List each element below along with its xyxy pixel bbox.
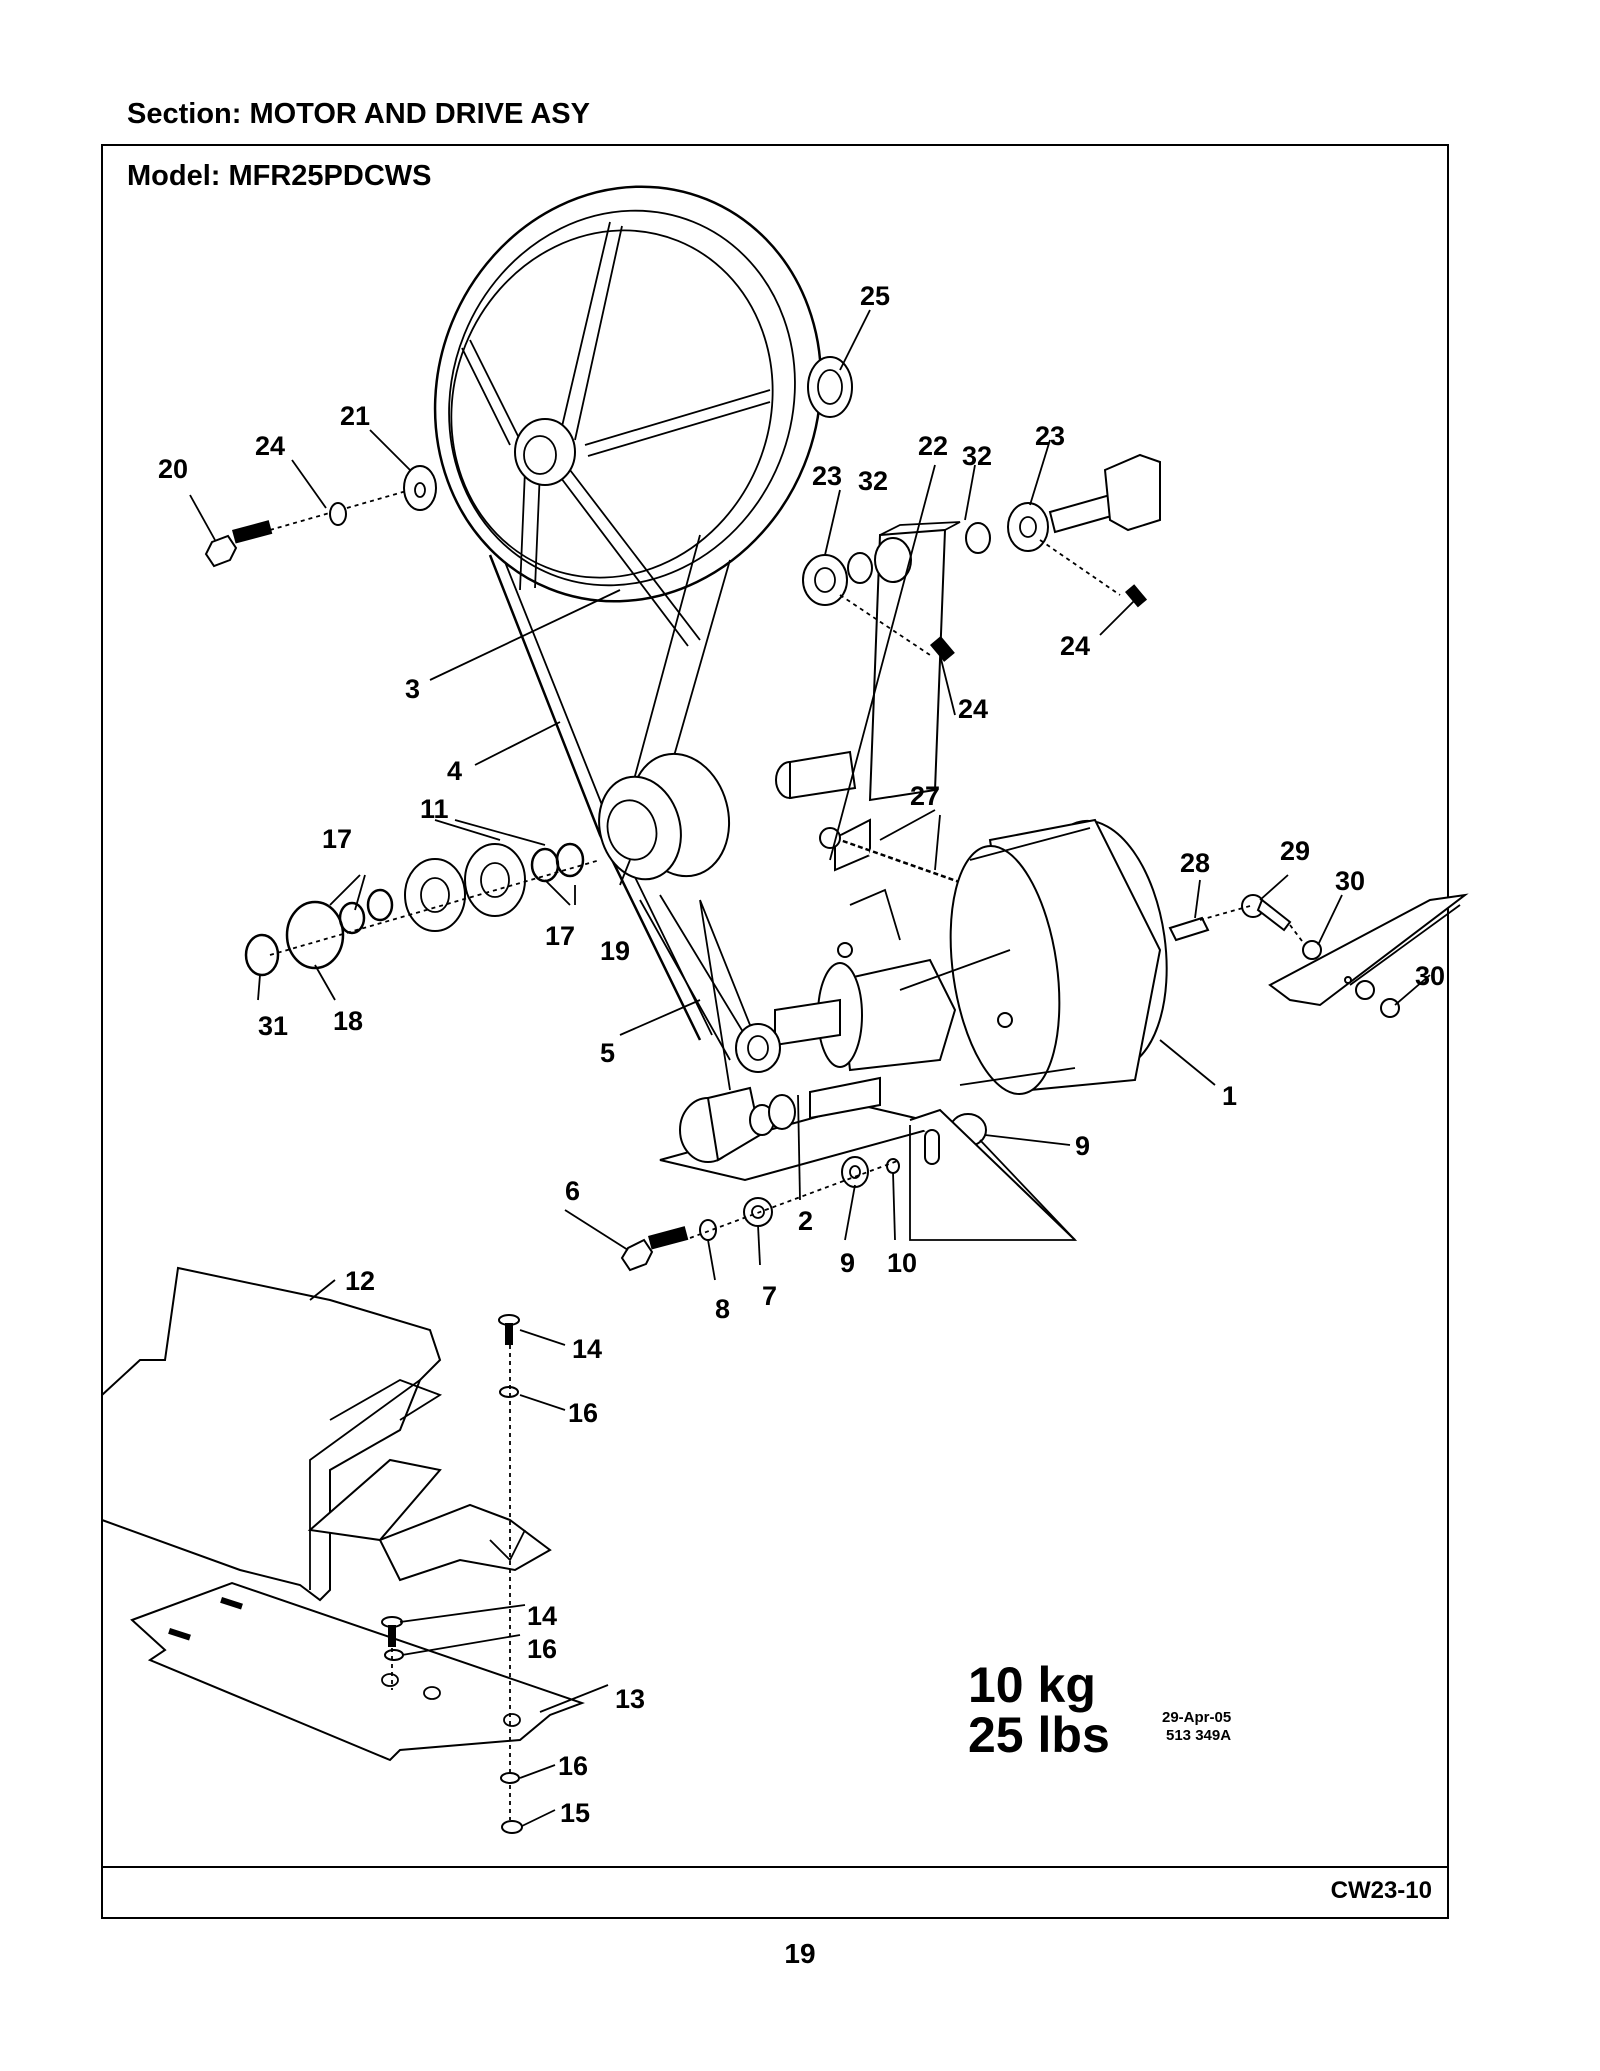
callout-24a: 24: [1060, 631, 1090, 661]
footer-divider: [101, 1866, 1449, 1868]
callout-21: 21: [340, 401, 370, 431]
callout-11: 11: [420, 794, 449, 824]
washer-26-drawing: [807, 356, 853, 418]
bearing-stack-drawing: [244, 842, 601, 977]
section-title: Section: MOTOR AND DRIVE ASY: [127, 98, 590, 130]
callout-30a: 30: [1335, 866, 1365, 896]
drawing-code: CW23-10: [1330, 1877, 1432, 1904]
base-bracket-drawing: [620, 1076, 1078, 1272]
callout-29: 29: [1280, 836, 1310, 866]
callout-22: 22: [918, 431, 948, 461]
callout-19: 19: [600, 936, 630, 966]
callout-32a: 32: [962, 441, 992, 471]
callout-31: 31: [258, 1011, 288, 1041]
callout-28: 28: [1180, 848, 1210, 878]
callout-16a: 16: [568, 1398, 598, 1428]
weight-kg: 10 kg: [968, 1657, 1096, 1713]
screw-stack-drawing: [381, 1314, 523, 1834]
small-pulley-drawing: [598, 752, 731, 881]
callout-16c: 16: [558, 1751, 588, 1781]
callout-15: 15: [560, 1798, 590, 1828]
callout-25: 24: [255, 431, 285, 461]
callout-10: 10: [887, 1248, 917, 1278]
callout-13: 13: [615, 1684, 645, 1714]
page-number: 19: [784, 1938, 816, 1969]
model-title: Model: MFR25PDCWS: [127, 160, 432, 192]
callout-1: 1: [1222, 1081, 1237, 1111]
callout-2: 2: [798, 1206, 813, 1236]
callout-6: 6: [565, 1176, 580, 1206]
callout-32b: 32: [858, 466, 888, 496]
motor-drawing: [735, 818, 1168, 1095]
bolt-washer-group-drawing: [204, 465, 437, 568]
callout-18: 18: [333, 1006, 363, 1036]
callout-17b: 17: [545, 921, 575, 951]
callout-labels: 25 21 24 20 22 32 23 23 32 24 24 3 4 27 …: [158, 281, 1445, 1828]
idler-arm-drawing: [775, 453, 1161, 872]
callout-16b: 16: [527, 1634, 557, 1664]
callout-24b: 24: [958, 694, 988, 724]
weight-lbs: 25 lbs: [968, 1707, 1110, 1763]
large-pulley-drawing: [433, 185, 823, 647]
callout-23b: 23: [812, 461, 842, 491]
callout-17a: 17: [322, 824, 352, 854]
callout-23a: 23: [1035, 421, 1065, 451]
callout-14b: 14: [527, 1601, 557, 1631]
callout-30b: 30: [1415, 961, 1445, 991]
mount-bracket-drawing: [1168, 893, 1469, 1018]
callout-4: 4: [447, 756, 462, 786]
callout-7: 7: [762, 1281, 777, 1311]
belt-guard-drawing: [101, 1266, 552, 1602]
callout-5: 5: [600, 1038, 615, 1068]
callout-26: 25: [860, 281, 890, 311]
leader-lines: [189, 309, 1431, 1827]
callout-3: 3: [405, 674, 420, 704]
base-plate-drawing: [130, 1581, 585, 1762]
callout-14a: 14: [572, 1334, 602, 1364]
callout-9b: 9: [840, 1248, 855, 1278]
diagram-frame: [101, 144, 1449, 1919]
callout-9a: 9: [1075, 1131, 1090, 1161]
callout-12: 12: [345, 1266, 375, 1296]
callout-27: 27: [910, 781, 940, 811]
callout-8: 8: [715, 1294, 730, 1324]
drawing-part-number: 513 349A: [1166, 1727, 1231, 1744]
callout-20: 20: [158, 454, 188, 484]
revision-date: 29-Apr-05: [1162, 1709, 1231, 1726]
